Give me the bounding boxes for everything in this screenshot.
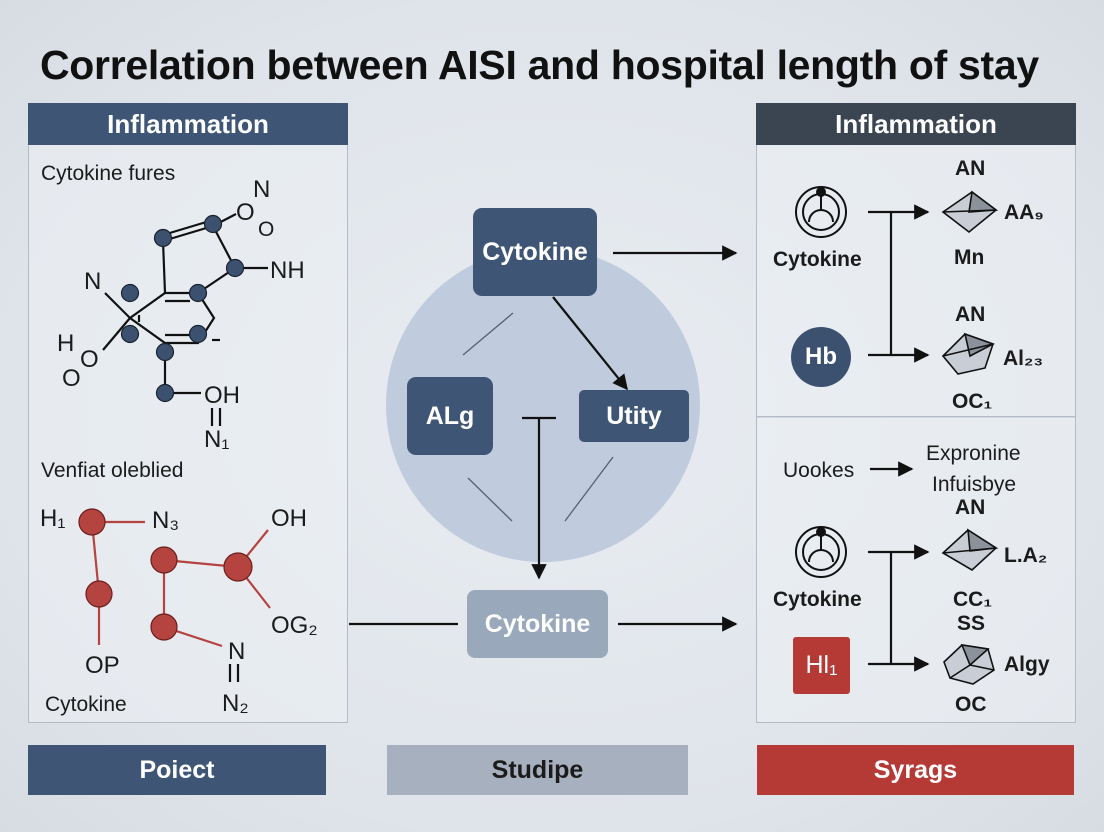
mol1-atom-n1: N₁ <box>204 426 230 453</box>
mol1-atom-o-small: O <box>258 218 275 241</box>
target-icon-1 <box>795 186 847 238</box>
icon2-label: Cytokine <box>773 588 862 611</box>
center-top-box: Cytokine <box>473 208 597 296</box>
bottom-bar-center: Studipe <box>387 745 688 795</box>
mol2-atom-op: OP <box>85 652 120 679</box>
molecule-2 <box>90 520 271 648</box>
crystal1-top-label: AN <box>955 157 986 180</box>
mol2-atom-n: N <box>228 638 246 665</box>
arrow-cytokine-utity <box>552 296 628 391</box>
mol1-atom-oh: OH <box>204 382 240 409</box>
crystal1-bottom-label: Mn <box>954 246 985 269</box>
crystal3-bottom-label: CC₁ <box>953 588 993 611</box>
mol1-atom-h: H <box>57 330 75 357</box>
mol1-atom-n-left: N <box>84 268 102 295</box>
badge-hl1: Hl₁ <box>793 637 850 694</box>
molecule-1-atoms <box>120 214 245 403</box>
bottom-bar-right: Syrags <box>757 745 1074 795</box>
crystal4-top-label: SS <box>957 612 986 635</box>
crystal-icon-2 <box>941 332 995 375</box>
center-circle <box>386 248 700 562</box>
crystal-icon-4 <box>943 643 995 685</box>
crystal2-top-label: AN <box>955 303 986 326</box>
crystal4-bottom-label: OC <box>955 693 987 716</box>
center-left-box: ALg <box>407 377 493 455</box>
mol1-atom-o-mid: O <box>80 346 99 373</box>
molecule-2-atoms <box>78 508 253 641</box>
page-title: Correlation between AISI and hospital le… <box>40 42 1039 88</box>
badge-hb: Hb <box>791 327 851 387</box>
left-top-caption: Cytokine fures <box>41 162 176 185</box>
crystal3-right-label: L.A₂ <box>1004 544 1048 567</box>
molecule-1 <box>102 213 268 426</box>
lower-right-text-2: Infuisbye <box>932 473 1017 496</box>
left-panel: Inflammation <box>28 103 348 723</box>
left-panel-header: Inflammation <box>28 103 348 145</box>
bottom-bar-left: Poiect <box>28 745 326 795</box>
lower-right-text-1: Expronine <box>926 442 1021 465</box>
crystal-icon-3 <box>941 528 999 571</box>
crystal4-right-label: Algy <box>1004 653 1050 676</box>
icon1-label: Cytokine <box>773 248 862 271</box>
mol1-atom-nh: NH <box>270 257 305 284</box>
crystal2-right-label: Al₂₃ <box>1003 347 1044 370</box>
mol1-atom-o-top: O <box>236 199 255 226</box>
crystal2-bottom-label: OC₁ <box>952 390 993 413</box>
crystal-icon-1 <box>941 190 999 234</box>
center-bottom-box: Cytokine <box>467 590 608 658</box>
right-panel-header: Inflammation <box>756 103 1076 145</box>
mol1-atom-n-top: N <box>253 176 271 203</box>
mol2-atom-n2: N₂ <box>222 690 249 717</box>
mol2-atom-oh: OH <box>271 505 307 532</box>
target-icon-2 <box>795 526 847 578</box>
left-mid-caption: Venfiat oleblied <box>41 459 184 482</box>
crystal3-top-label: AN <box>955 496 986 519</box>
mol2-caption: Cytokine <box>45 693 127 716</box>
mol1-atom-o-low: O <box>62 365 81 392</box>
center-right-box: Utity <box>579 390 689 442</box>
molecule-2-bonds <box>228 664 240 682</box>
mol2-atom-h1: H₁ <box>40 505 66 532</box>
mol2-atom-n3: N₃ <box>152 507 180 534</box>
lower-left-text: Uookes <box>783 459 855 482</box>
mol2-atom-og2: OG₂ <box>271 612 318 639</box>
crystal1-right-label: AA₉ <box>1004 201 1044 224</box>
